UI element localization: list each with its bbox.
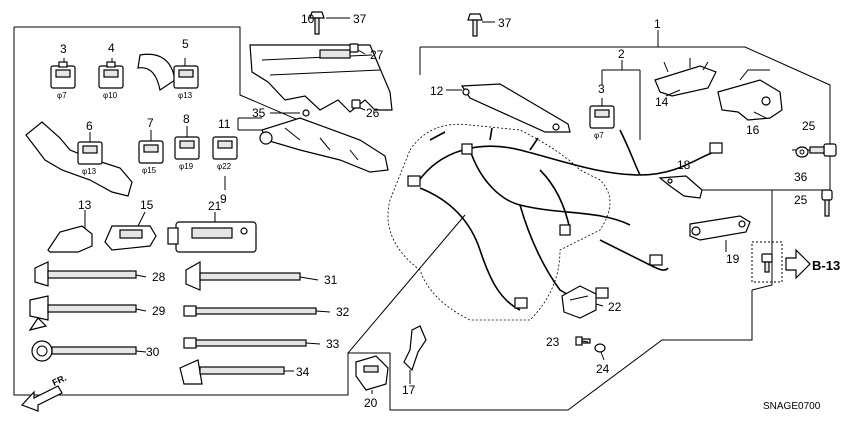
connector-7: φ15	[138, 130, 164, 175]
callout-7: 7	[147, 116, 154, 130]
callout-3: 3	[60, 42, 67, 56]
callout-37: 37	[498, 16, 512, 30]
callout-12: 12	[430, 84, 444, 98]
callout-27: 27	[370, 48, 384, 62]
clip-21	[167, 212, 257, 253]
diagram-boundary	[13, 26, 831, 411]
reference-label: B-13	[812, 258, 840, 273]
harness-cover-10	[249, 44, 393, 113]
callout-33: 33	[326, 337, 340, 351]
callout-2: 2	[618, 47, 625, 61]
callout-23: 23	[546, 335, 560, 349]
callout-25: 25	[794, 193, 808, 207]
callout-35: 35	[252, 106, 266, 120]
callout-1: 1	[654, 17, 661, 31]
callout-28: 28	[152, 270, 166, 284]
callout-29: 29	[152, 304, 166, 318]
callout-26: 26	[366, 106, 380, 120]
grommet-6: φ13	[25, 121, 133, 197]
size-label: φ10	[103, 91, 118, 100]
callout-30: 30	[146, 345, 160, 359]
cable-tie-28	[34, 261, 147, 287]
cable-tie-29	[28, 295, 147, 331]
connector-4: φ10	[98, 58, 124, 100]
connector-3-top: φ7	[50, 58, 76, 100]
callout-20: 20	[364, 396, 378, 410]
harness-stay-11	[259, 109, 389, 173]
relay-cover-22	[561, 285, 597, 319]
bolt-27	[349, 43, 359, 53]
callout-19: 19	[726, 252, 740, 266]
cable-tie-34	[179, 359, 294, 385]
size-label: φ7	[57, 91, 67, 100]
front-direction-arrow: FR.	[20, 373, 68, 412]
callout-13: 13	[78, 198, 92, 212]
bolt-37-right	[467, 13, 483, 37]
callout-9: 9	[220, 192, 227, 206]
connector-3-right: φ7	[589, 98, 615, 140]
diagram-code: SNAGE0700	[763, 401, 821, 412]
callout-22: 22	[608, 300, 622, 314]
callout-16: 16	[746, 123, 760, 137]
cable-tie-32	[183, 305, 331, 317]
size-label: φ13	[82, 167, 97, 176]
cable-tie-30	[31, 340, 147, 362]
bolt-26	[351, 99, 361, 109]
bolt-25-lower	[821, 189, 833, 217]
callout-21: 21	[208, 199, 222, 213]
callout-31: 31	[324, 273, 338, 287]
callout-37: 37	[353, 12, 367, 26]
callout-34: 34	[296, 365, 310, 379]
size-label: φ22	[217, 162, 232, 171]
callout-17: 17	[402, 383, 416, 397]
size-label: φ7	[594, 131, 604, 140]
cable-tie-33	[183, 337, 321, 349]
callout-6: 6	[86, 119, 93, 133]
callout-25: 25	[802, 119, 816, 133]
callout-36: 36	[794, 170, 808, 184]
front-label: FR.	[51, 373, 68, 388]
engine-outline	[387, 123, 611, 321]
bracket-19	[689, 215, 751, 241]
connector-20	[355, 355, 389, 391]
size-label: φ13	[178, 91, 193, 100]
callout-10: 10	[301, 12, 315, 26]
engine-wire-harness-1	[407, 127, 723, 311]
callout-18: 18	[677, 158, 691, 172]
bolt-37-left	[309, 11, 325, 35]
nut-24	[594, 343, 606, 353]
size-label: φ19	[179, 162, 194, 171]
bracket-14	[654, 58, 717, 97]
cable-tie-31	[185, 260, 319, 291]
bracket-12	[460, 83, 571, 133]
callout-14: 14	[655, 95, 669, 109]
callout-5: 5	[182, 37, 189, 51]
connector-9: φ22	[212, 136, 238, 190]
callout-8: 8	[183, 112, 190, 126]
reference-b13: B-13	[751, 241, 840, 283]
callout-11: 11	[218, 117, 231, 131]
callout-4: 4	[108, 41, 115, 55]
collar-36	[795, 146, 809, 158]
bracket-18	[658, 175, 703, 199]
bracket-16	[717, 69, 783, 121]
leader-lines	[237, 17, 767, 394]
callout-15: 15	[140, 198, 154, 212]
clip-15	[104, 211, 157, 251]
callout-24: 24	[596, 362, 610, 376]
callout-32: 32	[336, 305, 350, 319]
callout-3: 3	[598, 82, 605, 96]
size-label: φ15	[142, 166, 157, 175]
clip-13	[47, 210, 93, 253]
connector-8: φ19	[174, 126, 200, 171]
clip-17	[403, 325, 427, 380]
grommet-5: φ13	[137, 53, 199, 100]
